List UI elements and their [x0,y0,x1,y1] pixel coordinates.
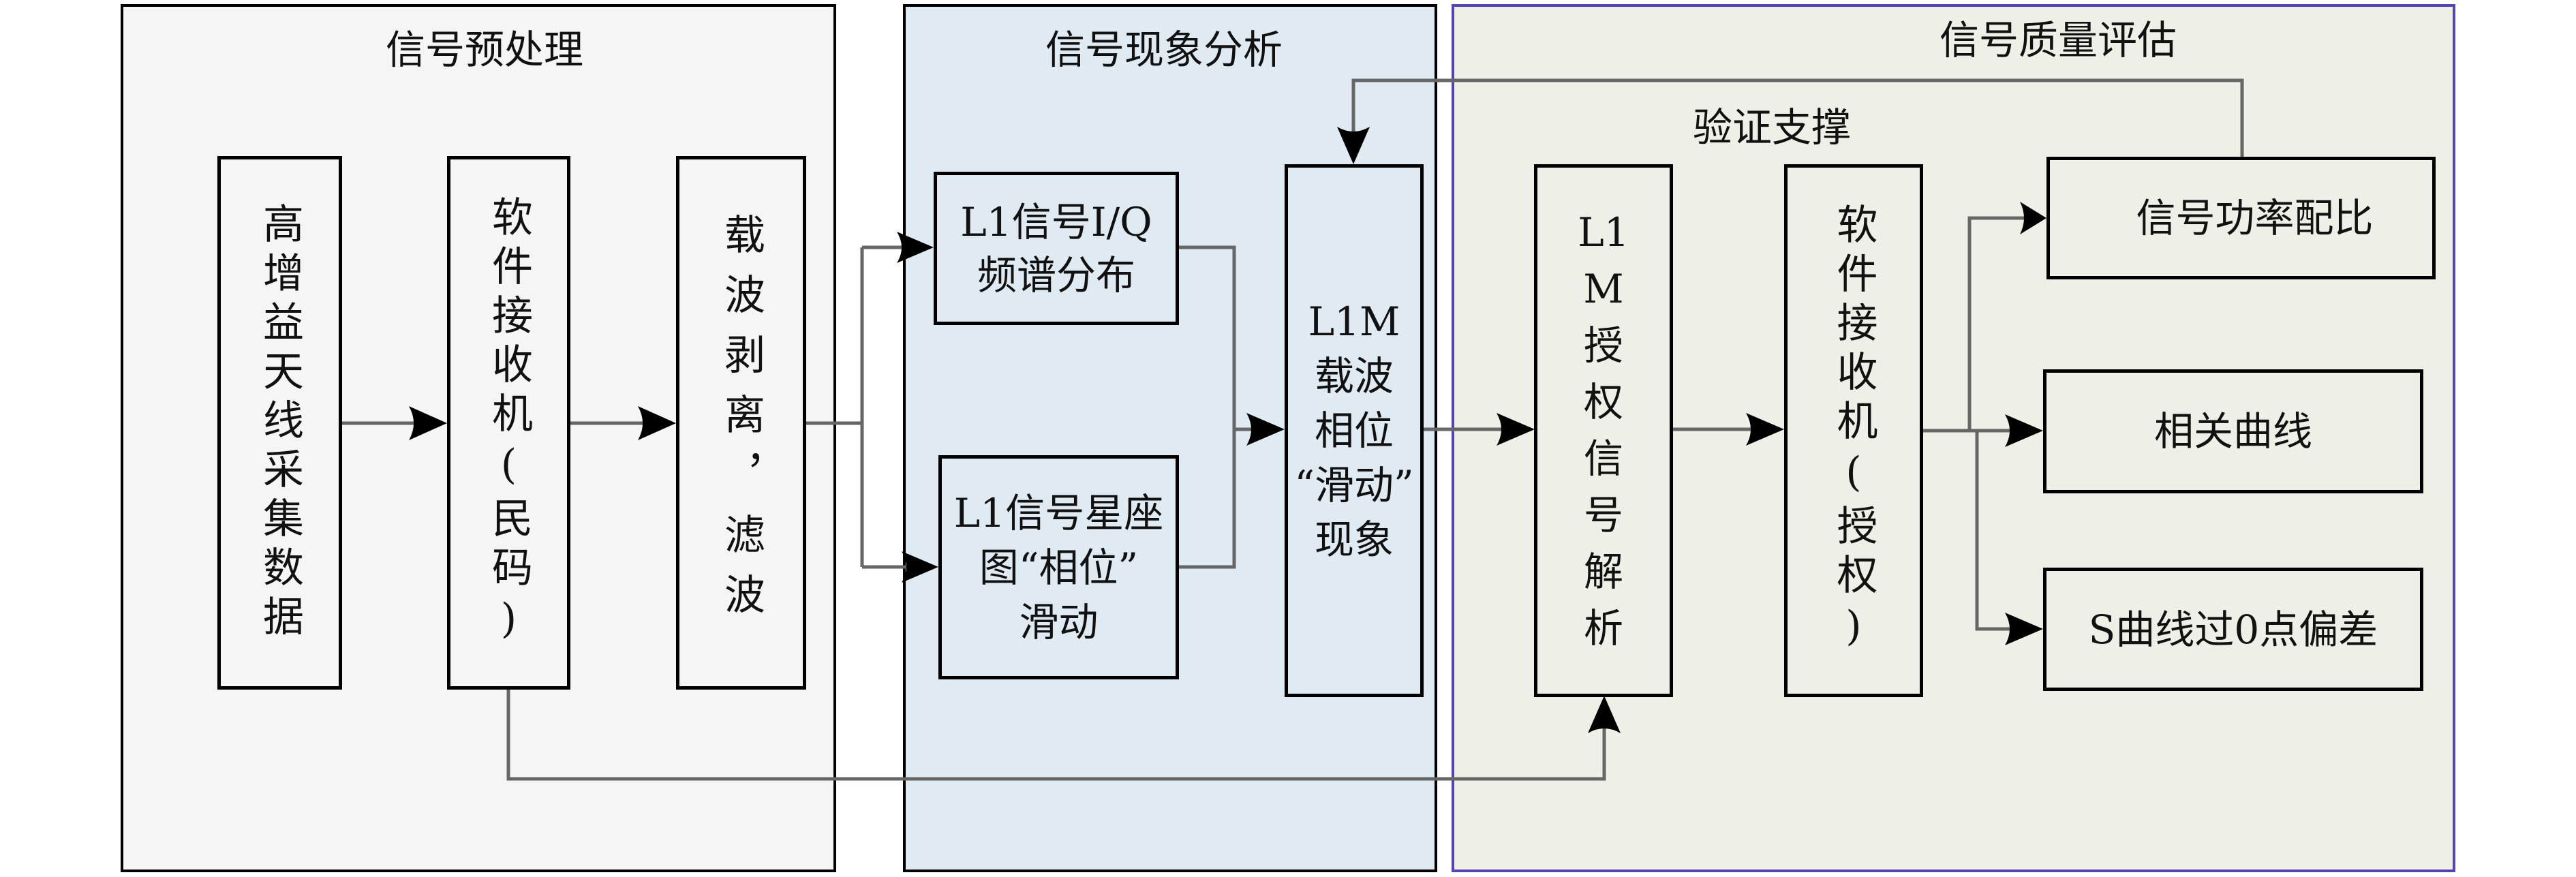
node-iq-spectrum-line-1: L1信号I/Q [960,198,1152,245]
node-iq-spectrum[interactable]: L1信号I/Q 频谱分布 [934,172,1179,325]
node-signal-power-ratio-label: 信号功率配比 [2136,195,2374,241]
node-l1m-parse-line-1: L1 [1578,209,1629,256]
node-l1m-phase-line-5: 现象 [1314,517,1394,563]
node-l1m-parse-line-5: 信 [1583,435,1623,482]
node-l1m-phase-line-1: L1M [1308,298,1400,345]
node-l1m-parse-line-6: 号 [1583,492,1623,538]
node-iq-spectrum-line-2: 频谱分布 [977,251,1135,298]
panel-title-quality-assessment: 信号质量评估 [1939,17,2177,63]
node-l1m-parse-line-8: 析 [1583,605,1623,651]
panel-title-phenomenon-analysis: 信号现象分析 [1045,27,1283,73]
node-l1m-phase-line-4: “滑动” [1294,462,1414,508]
node-constellation-line-3: 滑动 [1019,598,1099,645]
node-l1m-parse-line-4: 权 [1583,379,1623,425]
node-l1m-phase-line-3: 相位 [1314,407,1394,454]
panel-title-preprocessing: 信号预处理 [385,27,584,73]
node-antenna-data[interactable]: 高增益天线采集数据 [217,156,342,690]
node-constellation-phase-slip[interactable]: L1信号星座 图“相位” 滑动 [938,455,1179,679]
node-s-curve-zero-offset[interactable]: S曲线过0点偏差 [2043,568,2423,691]
node-s-curve-zero-offset-label: S曲线过0点偏差 [2088,606,2378,653]
node-correlation-curve[interactable]: 相关曲线 [2043,369,2423,493]
node-constellation-line-2: 图“相位” [979,544,1139,591]
node-auth-receiver[interactable]: 软件接收机(授权) [1784,164,1923,697]
node-antenna-data-label: 高增益天线采集数据 [256,202,304,644]
node-auth-receiver-label: 软件接收机(授权) [1830,203,1877,658]
node-l1m-parse-line-2: M [1583,266,1624,312]
node-signal-power-ratio[interactable]: 信号功率配比 [2046,157,2436,279]
node-l1m-auth-signal-parse[interactable]: L1 M 授 权 信 号 解 析 [1534,164,1673,697]
node-l1m-carrier-phase-slip[interactable]: L1M 载波 相位 “滑动” 现象 [1285,164,1424,697]
node-correlation-curve-label: 相关曲线 [2153,408,2312,455]
node-civil-receiver[interactable]: 软件接收机(民码) [447,156,570,690]
node-carrier-strip-filter[interactable]: 载波剥离，滤波 [676,156,806,690]
node-constellation-line-1: L1信号星座 [953,489,1164,536]
node-l1m-parse-line-3: 授 [1583,322,1623,369]
node-l1m-parse-line-7: 解 [1583,549,1623,595]
node-civil-receiver-label: 软件接收机(民码) [485,195,533,651]
verification-support-label: 验证支撑 [1692,104,1852,151]
node-carrier-strip-filter-label: 载波剥离，滤波 [717,213,765,633]
node-l1m-phase-line-2: 载波 [1314,353,1394,399]
